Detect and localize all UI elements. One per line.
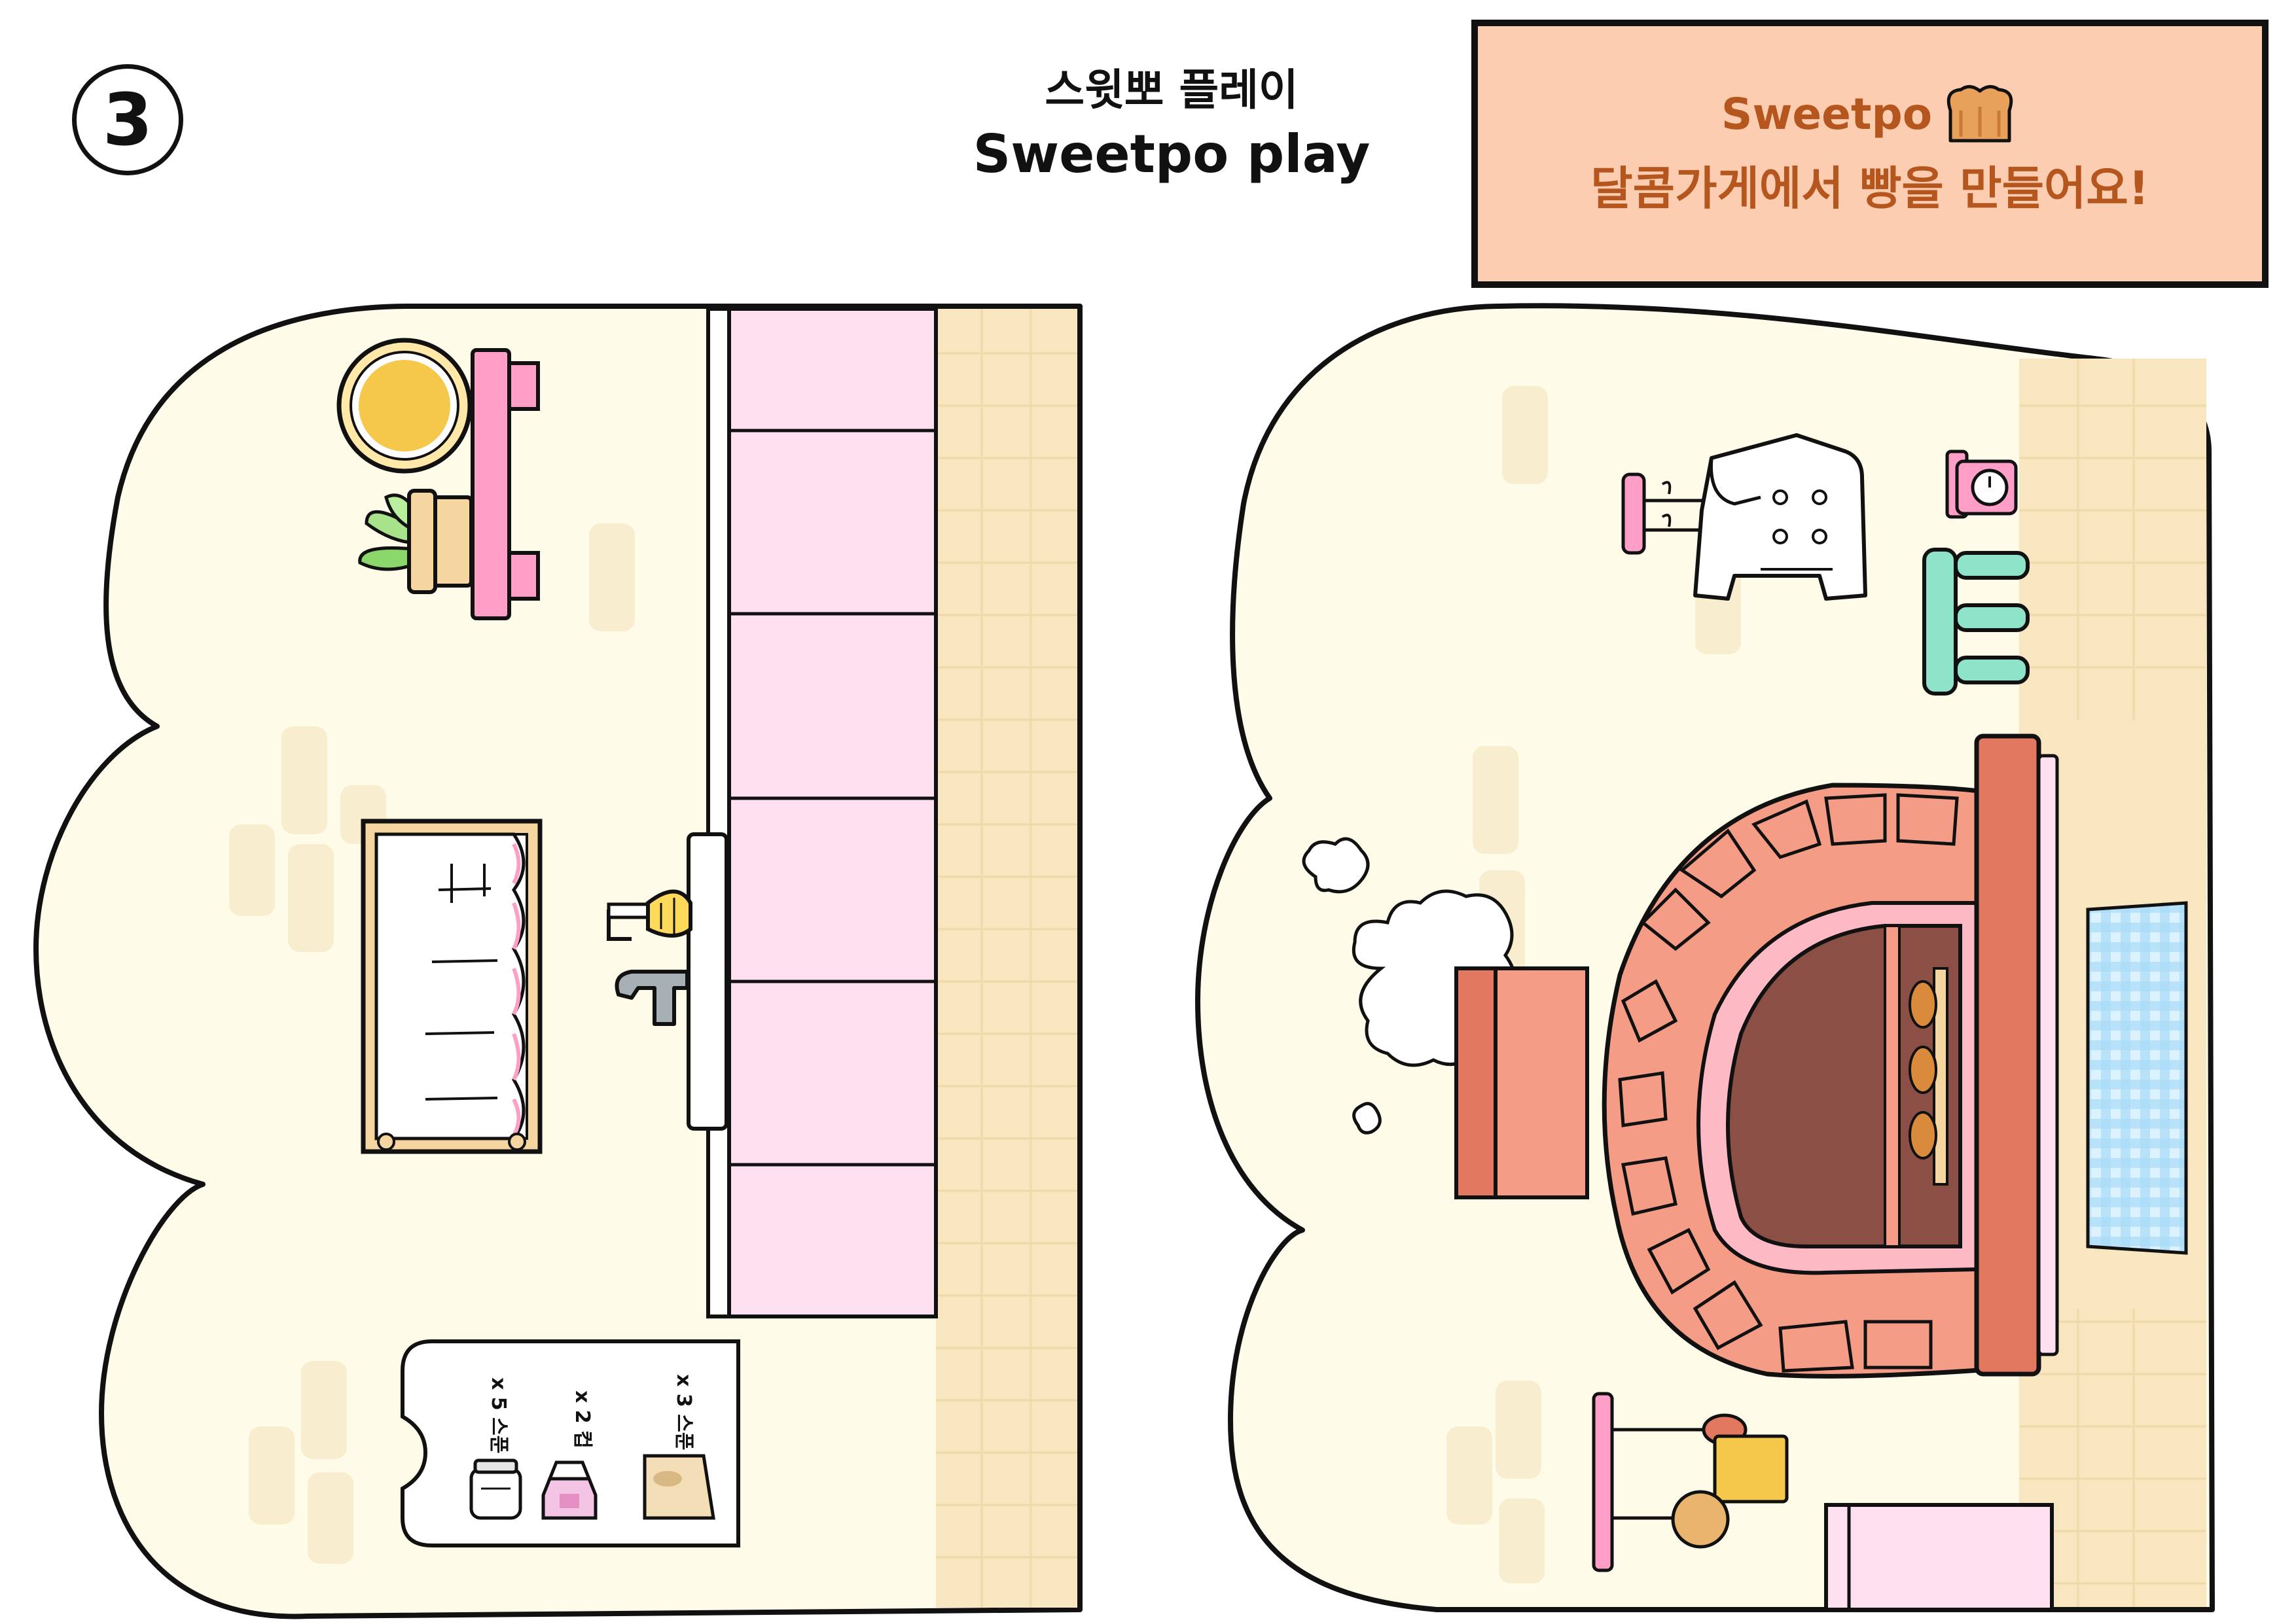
recipe-qty-milk: x 2 컵	[571, 1390, 594, 1449]
milk-carton-icon	[541, 1460, 598, 1520]
chef-coat-icon	[1693, 433, 1867, 601]
gingham-window	[2086, 901, 2188, 1255]
recipe-card: x 3 스푼 x 2 컵 x 5 스푼	[401, 1339, 740, 1547]
step-number: 3	[102, 78, 153, 162]
right-brick-lines	[2019, 359, 2206, 1607]
recipe-qty-flour: x 3 스푼	[672, 1374, 695, 1450]
oven-door-opening	[1726, 924, 1962, 1248]
step-number-badge: 3	[72, 64, 183, 175]
intro-banner: Sweetpo 달콤가게에서 빵을 만들어요!	[1471, 20, 2269, 288]
banner-brand: Sweetpo	[1721, 89, 1933, 139]
sink-basin	[687, 832, 728, 1131]
left-brick-stripe	[936, 309, 1077, 1608]
left-wall-bricks	[229, 523, 635, 1564]
left-brick-lines	[936, 309, 1077, 1608]
left-panel: x 3 스푼 x 2 컵 x 5 스푼	[33, 304, 1083, 1619]
right-panel	[1195, 303, 2215, 1612]
baked-bread-icon	[1909, 980, 1937, 1159]
kitchen-scale-icon	[1945, 450, 2018, 519]
floor-cabinet	[1824, 1503, 2054, 1612]
recipe-qty-sugar: x 5 스푼	[487, 1377, 510, 1453]
wall-clock-icon	[336, 338, 473, 474]
banner-brand-row: Sweetpo	[1721, 83, 2018, 146]
brick-oven	[1454, 733, 2059, 1379]
flour-bag-icon	[643, 1454, 715, 1520]
soap-dispenser-icon	[607, 889, 692, 941]
wall-shelf	[471, 348, 540, 620]
faucet-icon	[615, 970, 689, 1026]
kitchen-counter	[687, 307, 938, 1318]
title-korean: 스윗뽀 플레이	[1045, 65, 1299, 115]
stool-icon	[1922, 548, 2030, 696]
coat-hanger-icon	[1621, 472, 1715, 555]
potted-plant-icon	[358, 489, 473, 594]
curtained-window	[361, 819, 543, 1154]
bread-loaf-icon	[1946, 85, 2013, 143]
banner-message: 달콤가게에서 빵을 만들어요!	[1590, 162, 2149, 215]
title-english: Sweetpo play	[973, 124, 1371, 185]
page-title: 스윗뽀 플레이 Sweetpo play	[916, 60, 1427, 188]
sugar-jar-icon	[469, 1458, 522, 1520]
utensil-rack-icon	[1592, 1392, 1789, 1572]
